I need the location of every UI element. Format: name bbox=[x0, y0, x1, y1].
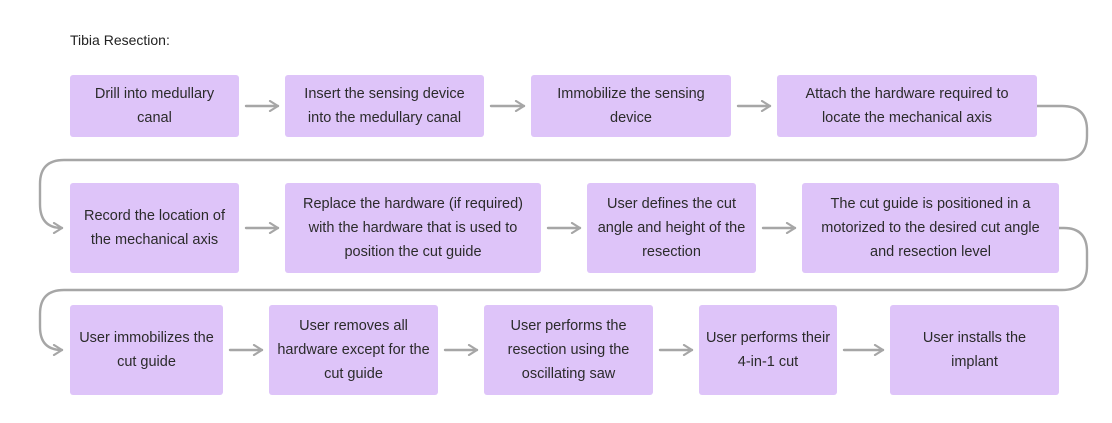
step-box-9[interactable]: User immobilizes the cut guide bbox=[70, 305, 223, 395]
step-box-11[interactable]: User performs the resection using the os… bbox=[484, 305, 653, 395]
step-label-9: User immobilizes the cut guide bbox=[79, 330, 214, 370]
step-box-1[interactable]: Drill into medullary canal bbox=[70, 75, 239, 137]
step-box-3[interactable]: Immobilize the sensing device bbox=[531, 75, 731, 137]
step-label-13: User installs the implant bbox=[922, 330, 1027, 370]
step-box-8[interactable]: The cut guide is positioned in a motoriz… bbox=[802, 183, 1059, 273]
step-box-12[interactable]: User performs their 4-in-1 cut bbox=[699, 305, 837, 395]
step-box-13[interactable]: User installs the implant bbox=[890, 305, 1059, 395]
diagram-title: Tibia Resection: bbox=[70, 32, 170, 48]
step-label-4: Attach the hardware required to locate t… bbox=[805, 86, 1009, 126]
wrap-arrow-2 bbox=[38, 226, 1089, 350]
step-box-7[interactable]: User defines the cut angle and height of… bbox=[587, 183, 756, 273]
step-label-2: Insert the sensing device into the medul… bbox=[304, 86, 465, 126]
step-label-6: Replace the hardware (if required) with … bbox=[302, 196, 524, 260]
step-box-6[interactable]: Replace the hardware (if required) with … bbox=[285, 183, 541, 273]
step-label-3: Immobilize the sensing device bbox=[557, 86, 705, 126]
step-label-8: The cut guide is positioned in a motoriz… bbox=[821, 196, 1040, 260]
step-label-10: User removes all hardware except for the… bbox=[277, 318, 430, 382]
step-label-7: User defines the cut angle and height of… bbox=[597, 196, 746, 260]
step-label-5: Record the location of the mechanical ax… bbox=[83, 208, 226, 248]
step-box-2[interactable]: Insert the sensing device into the medul… bbox=[285, 75, 484, 137]
wrap-arrow-1 bbox=[38, 104, 1089, 228]
step-box-5[interactable]: Record the location of the mechanical ax… bbox=[70, 183, 239, 273]
step-label-12: User performs their 4-in-1 cut bbox=[705, 330, 831, 370]
step-box-4[interactable]: Attach the hardware required to locate t… bbox=[777, 75, 1037, 137]
step-label-11: User performs the resection using the os… bbox=[507, 318, 630, 382]
step-label-1: Drill into medullary canal bbox=[94, 86, 215, 126]
step-box-10[interactable]: User removes all hardware except for the… bbox=[269, 305, 438, 395]
